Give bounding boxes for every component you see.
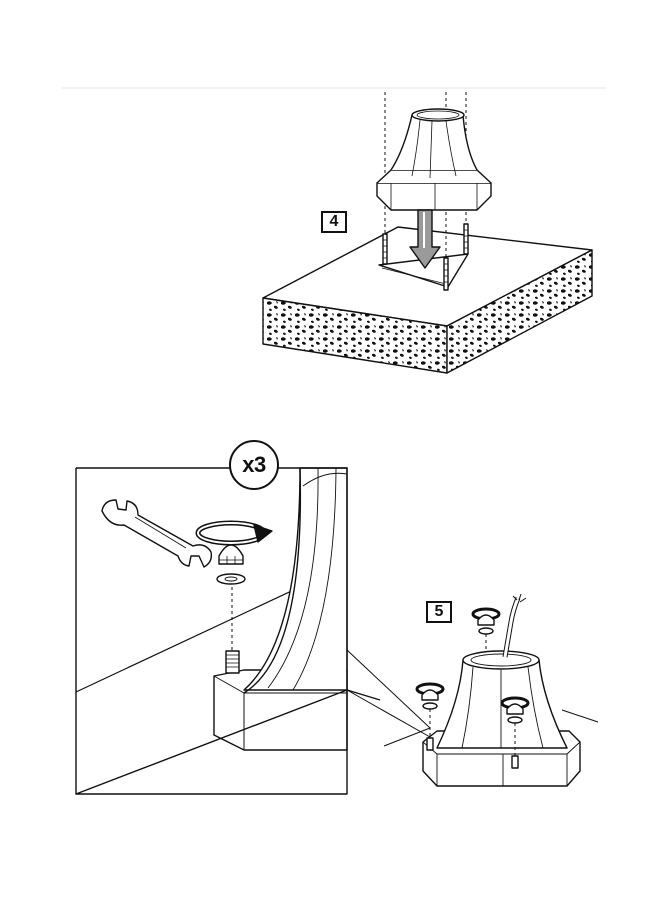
quantity-badge: x3 <box>229 440 279 490</box>
stone-slab-side <box>446 249 593 374</box>
lantern-base-upper <box>376 108 492 211</box>
rotate-arrow-icon <box>195 520 273 546</box>
detail-frame <box>75 467 381 795</box>
step-5-label: 5 <box>426 601 452 623</box>
threaded-stud-icon <box>225 650 240 674</box>
step-4-illustration <box>262 92 593 374</box>
threaded-stud-icon <box>426 737 519 769</box>
wrench-icon <box>101 499 213 568</box>
threaded-stud-icon <box>382 223 469 291</box>
step-5-illustration <box>346 593 599 787</box>
washer-icon <box>216 573 246 585</box>
cap-nut-icon <box>218 544 244 565</box>
detail-inset <box>75 467 381 795</box>
step-4-label: 4 <box>321 211 347 233</box>
electrical-cables <box>502 593 527 658</box>
cap-nut-icon <box>415 607 530 724</box>
down-arrow-icon <box>409 209 441 269</box>
